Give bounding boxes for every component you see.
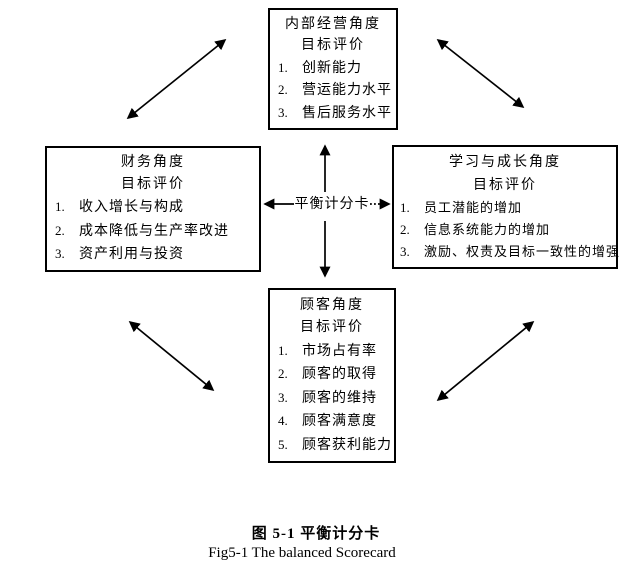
box-subtitle: 目标评价: [121, 177, 185, 193]
item-number: 3.: [278, 104, 288, 120]
item-text: 顾客的维持: [302, 390, 377, 406]
figure-caption-en: Fig5-1 The balanced Scorecard: [208, 545, 396, 561]
list-item: 1. 收入增长与构成: [47, 200, 259, 215]
item-text: 收入增长与构成: [79, 200, 184, 216]
item-text: 创新能力: [302, 60, 362, 76]
arrow-finance-customer: [128, 320, 215, 392]
list-item: 2. 信息系统能力的增加: [394, 223, 616, 236]
item-number: 3.: [400, 244, 410, 260]
list-item: 2. 营运能力水平: [270, 83, 396, 98]
list-item: 1. 市场占有率: [270, 344, 394, 359]
item-number: 1.: [278, 342, 288, 358]
list-item: 1. 员工潜能的增加: [394, 201, 616, 214]
box-title: 顾客角度: [300, 297, 364, 313]
box-title: 学习与成长角度: [449, 154, 561, 170]
item-text: 成本降低与生产率改进: [79, 223, 229, 239]
item-number: 1.: [55, 199, 65, 215]
item-number: 2.: [400, 222, 410, 238]
arrow-finance-internal: [126, 38, 227, 120]
item-text: 营运能力水平: [302, 83, 392, 98]
list-item: 4. 顾客满意度: [270, 414, 394, 429]
item-number: 2.: [278, 366, 288, 381]
internal-perspective-box: 内部经营角度 目标评价 1. 创新能力 2. 营运能力水平 3. 售后服务水平: [268, 8, 398, 130]
item-number: 1.: [400, 200, 410, 216]
item-text: 顾客的取得: [302, 367, 377, 382]
item-text: 员工潜能的增加: [424, 200, 523, 216]
item-number: 2.: [278, 82, 288, 97]
item-number: 2.: [55, 222, 65, 238]
list-item: 3. 顾客的维持: [270, 391, 394, 406]
item-number: 4.: [278, 413, 288, 428]
list-item: 3. 资产利用与投资: [47, 247, 259, 262]
box-subtitle: 目标评价: [300, 320, 364, 335]
learning-perspective-box: 学习与成长角度 目标评价 1. 员工潜能的增加 2. 信息系统能力的增加 3. …: [392, 145, 619, 269]
customer-perspective-box: 顾客角度 目标评价 1. 市场占有率 2. 顾客的取得 3. 顾客的维持 4. …: [268, 288, 396, 463]
box-title: 内部经营角度: [285, 16, 381, 32]
arrow-internal-learning: [436, 38, 525, 109]
list-item: 3. 激励、权责及目标一致性的增强: [394, 244, 619, 260]
figure-caption-zh: 图 5-1 平衡计分卡: [251, 526, 381, 542]
finance-perspective-box: 财务角度 目标评价 1. 收入增长与构成 2. 成本降低与生产率改进 3. 资产…: [45, 146, 261, 272]
list-item: 2. 顾客的取得: [270, 367, 394, 382]
item-text: 顾客满意度: [302, 414, 377, 429]
list-item: 3. 售后服务水平: [270, 106, 396, 121]
list-item: 1. 创新能力: [270, 61, 396, 76]
center-label: 平衡计分卡: [294, 197, 370, 213]
item-number: 3.: [55, 245, 65, 261]
list-item: 5. 顾客获利能力: [270, 438, 394, 453]
item-number: 3.: [278, 389, 288, 405]
item-text: 激励、权责及目标一致性的增强: [424, 244, 621, 260]
item-text: 资产利用与投资: [79, 246, 184, 262]
item-number: 1.: [278, 59, 288, 75]
item-number: 5.: [278, 436, 288, 452]
list-item: 2. 成本降低与生产率改进: [47, 224, 259, 239]
item-text: 售后服务水平: [302, 105, 392, 121]
box-title: 财务角度: [121, 155, 185, 171]
box-subtitle: 目标评价: [301, 38, 365, 53]
box-subtitle: 目标评价: [473, 177, 537, 193]
item-text: 市场占有率: [302, 343, 377, 359]
item-text: 顾客获利能力: [302, 437, 392, 453]
item-text: 信息系统能力的增加: [424, 222, 551, 238]
arrow-customer-learning: [436, 320, 535, 402]
